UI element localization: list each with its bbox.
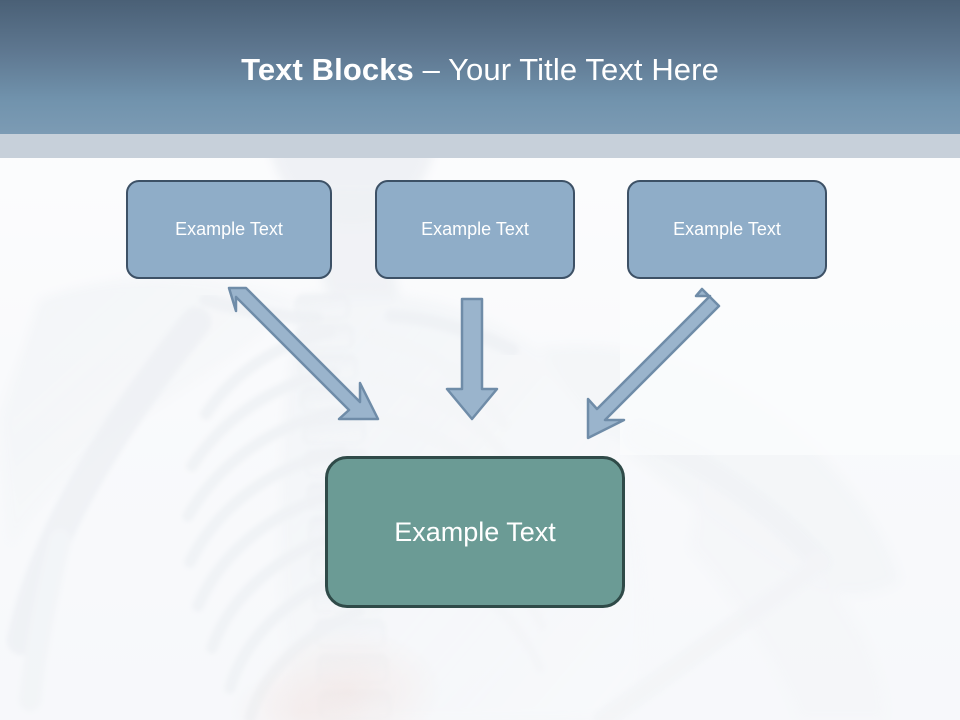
text-block-1-label: Example Text [175, 219, 283, 239]
arrow-diagonal-right [586, 287, 721, 440]
arrow-vertical-middle [445, 297, 499, 421]
text-block-result[interactable]: Example Text [325, 456, 625, 608]
page-title: Text Blocks – Your Title Text Here [0, 52, 960, 88]
text-block-2-label: Example Text [421, 219, 529, 239]
text-block-3[interactable]: Example Text [627, 180, 827, 279]
title-bar: Text Blocks – Your Title Text Here [0, 0, 960, 134]
title-light-part: – Your Title Text Here [413, 52, 719, 87]
title-strong-part: Text Blocks [241, 52, 414, 87]
arrow-diagonal-left [227, 286, 380, 421]
title-underband [0, 134, 960, 158]
text-block-3-label: Example Text [673, 219, 781, 239]
text-block-2[interactable]: Example Text [375, 180, 575, 279]
text-block-1[interactable]: Example Text [126, 180, 332, 279]
text-block-result-label: Example Text [394, 516, 556, 547]
